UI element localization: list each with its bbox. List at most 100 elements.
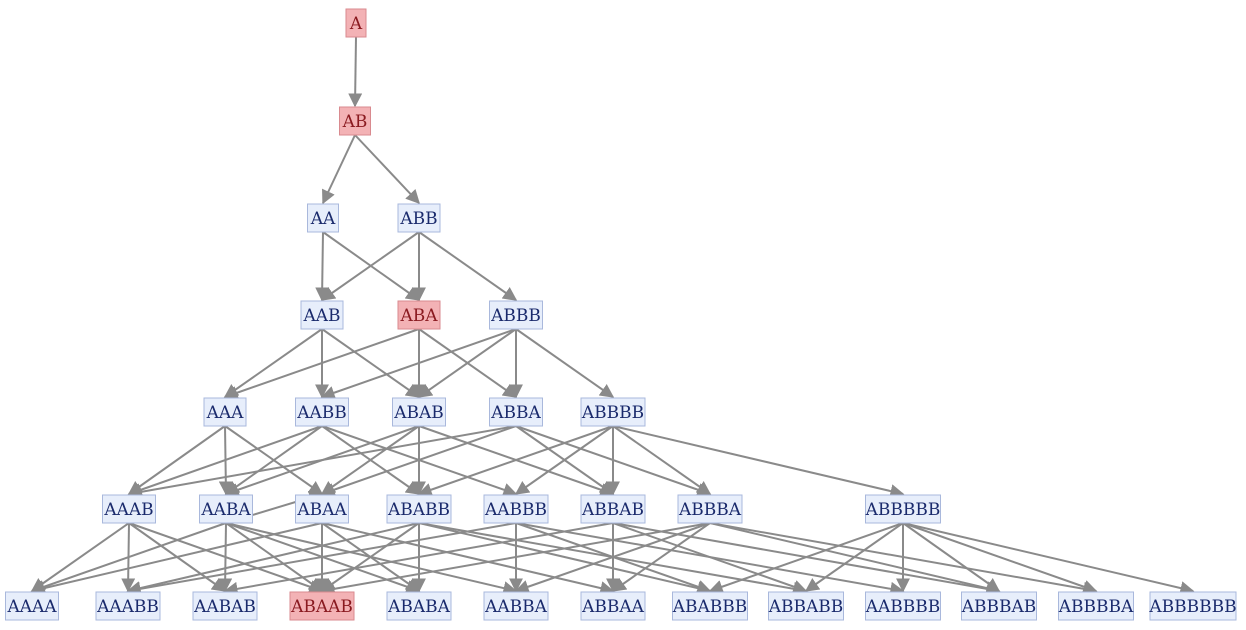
node-label: ABBABB [768,597,844,617]
node-box [397,203,441,233]
node-box [307,203,339,233]
node-box [483,591,549,621]
node-label: AABB [296,403,347,423]
node-label: ABABA [387,597,451,617]
edge-abbb-to-aabb [320,328,517,400]
node-abbbab: ABBBAB [961,591,1037,621]
node-abaa: ABAA [295,494,349,524]
node-abab: ABAB [392,397,446,427]
node-abbabb: ABBABB [768,591,844,621]
edge-aa-to-aab [315,231,330,302]
node-box [295,397,349,427]
node-label: ABAA [296,500,347,520]
node-box [489,300,543,330]
node-box [865,494,941,524]
node-box [489,397,543,427]
node-aaaa: AAAA [5,591,59,621]
node-aba: ABA [397,300,441,330]
node-label: ABA [399,306,438,326]
edge-abbbbb-to-abbbab [902,522,1001,592]
node-abb: ABB [397,203,441,233]
node-box [1149,591,1237,621]
node-aabbb: AABBB [483,494,549,524]
edge-ab-to-abb [354,134,420,205]
node-aaabb: AAABB [95,591,161,621]
node-box [1058,591,1134,621]
node-label: ABBBBBB [1148,597,1236,617]
node-label: ABBBAB [961,597,1037,617]
edge-a-to-ab [348,36,363,108]
node-label: ABBBBB [865,500,941,520]
edge-abbbb-to-abbba [612,425,712,495]
node-box [386,591,452,621]
node-box [397,300,441,330]
edge-abb-to-abbb [418,231,518,301]
node-aabba: AABBA [483,591,549,621]
node-box [345,8,367,38]
edge-abbbbb-to-abbbbbb [902,522,1195,595]
edge-abbb-to-abab [417,328,517,398]
node-abaab: ABAAB [289,591,355,621]
node-aa: AA [307,203,339,233]
node-label: AAA [206,403,245,423]
node-label: ABB [399,209,437,229]
edge-abbba-to-abaab [320,522,711,596]
edge-aabb-to-aaab [127,425,323,497]
node-abbaa: ABBAA [580,591,646,621]
node-aaab: AAAB [102,494,156,524]
node-box [95,591,161,621]
edge-ababb-to-aaabb [126,522,420,595]
node-box [580,591,646,621]
edge-abbbbb-to-abbabb [804,522,904,592]
node-aabb: AABB [295,397,349,427]
node-label: ABBAA [581,597,645,617]
node-label: ABABBB [672,597,748,617]
node-aabab: AABAB [192,591,258,621]
edge-abbb-to-abbbb [515,328,615,398]
edge-abbbbb-to-abbbba [902,522,1098,594]
node-abbbbbb: ABBBBBB [1148,591,1237,621]
edge-aabbb-to-aaabb [126,522,517,596]
edge-abbba-to-abbaa [611,522,711,592]
node-abbab: ABBAB [580,494,646,524]
node-label: ABBB [490,306,541,326]
node-label: AABA [200,500,251,520]
edge-ab-to-aa [322,134,356,205]
node-label: ABBAB [581,500,644,520]
edge-abbbbb-to-ababbb [708,522,904,594]
node-ab: AB [339,106,371,136]
node-box [677,494,743,524]
node-box [580,494,646,524]
node-box [961,591,1037,621]
edge-ababb-to-ababbb [418,522,712,595]
node-label: AABBBB [865,597,941,617]
node-box [339,106,371,136]
node-ababb: ABABB [386,494,452,524]
node-label: ABBBA [678,500,742,520]
edge-abaa-to-aaaa [30,522,323,595]
edge-abbbb-to-abbbbb [612,425,905,498]
node-box [5,591,59,621]
edge-aab-to-abab [321,328,421,398]
node-box [672,591,748,621]
edge-abbab-to-aabab [223,522,614,596]
node-box [865,591,941,621]
edge-aaa-to-aaab [127,425,226,495]
node-aaba: AABA [199,494,253,524]
node-label: ABBA [490,403,541,423]
node-box [392,397,446,427]
node-box [768,591,844,621]
node-label: AABAB [193,597,256,617]
node-label: ABBBBA [1058,597,1134,617]
node-aab: AAB [300,300,344,330]
node-ababa: ABABA [386,591,452,621]
node-box [192,591,258,621]
node-label: ABAAB [290,597,353,617]
node-label: AB [342,112,368,132]
edge-abbbb-to-aabbb [514,425,614,495]
node-box [295,494,349,524]
edge-abba-to-aaab [127,425,517,499]
node-label: ABAB [393,403,444,423]
node-label: AAABB [96,597,159,617]
